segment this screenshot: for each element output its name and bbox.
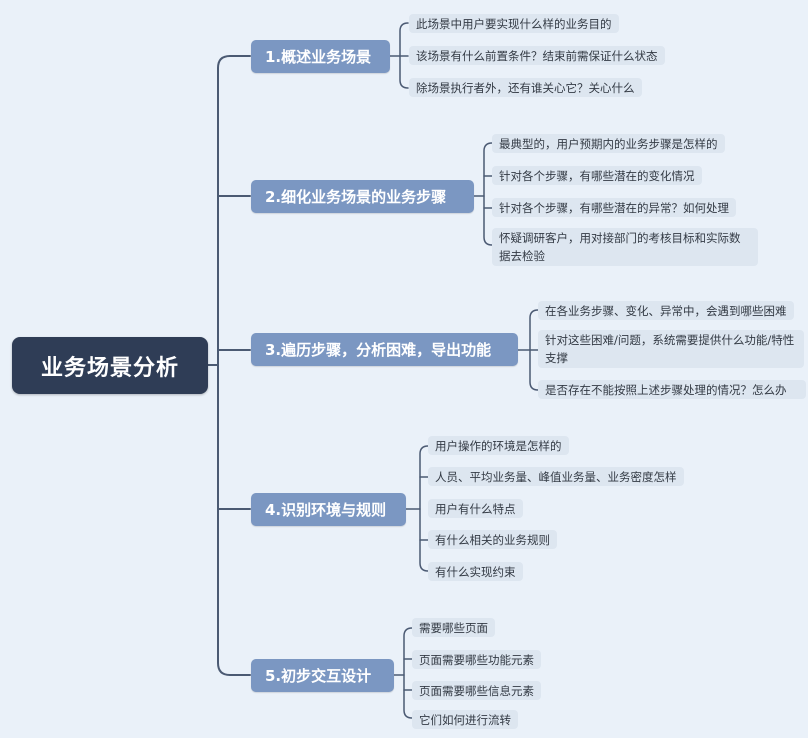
branch-4-label: 4.识别环境与规则 [265,501,387,519]
branch-5-item-1-text: 需要哪些页面 [419,620,488,635]
branch-4-item-5[interactable]: 有什么实现约束 [428,562,523,581]
branch-3-label: 3.遍历步骤，分析困难，导出功能 [265,341,492,359]
branch-4-item-4-text: 有什么相关的业务规则 [435,532,550,547]
branch-3-item-2[interactable]: 针对这些困难/问题，系统需要提供什么功能/特性支撑 [538,330,804,368]
branch-1-label: 1.概述业务场景 [265,48,372,66]
branch-2-item-4[interactable]: 怀疑调研客户，用对接部门的考核目标和实际数据去检验 [492,228,758,266]
branch-2-item-2[interactable]: 针对各个步骤，有哪些潜在的变化情况 [492,166,702,185]
branch-5-item-3-text: 页面需要哪些信息元素 [419,683,534,698]
branch-2-item-2-text: 针对各个步骤，有哪些潜在的变化情况 [499,168,695,183]
branch-5-item-1[interactable]: 需要哪些页面 [412,618,495,637]
branch-3-item-2-text: 针对这些困难/问题，系统需要提供什么功能/特性支撑 [545,333,795,365]
branch-5-topic[interactable]: 5.初步交互设计 [251,659,394,692]
branch-2-label: 2.细化业务场景的业务步骤 [265,188,447,206]
branch-1-item-1-text: 此场景中用户要实现什么样的业务目的 [416,16,612,31]
branch-2-item-1[interactable]: 最典型的，用户预期内的业务步骤是怎样的 [492,134,725,153]
branch-4-item-2-text: 人员、平均业务量、峰值业务量、业务密度怎样 [435,469,677,484]
branch-5-item-2-text: 页面需要哪些功能元素 [419,652,534,667]
branch-4-item-4[interactable]: 有什么相关的业务规则 [428,530,557,549]
branch-3-item-3-text: 是否存在不能按照上述步骤处理的情况？怎么办 [545,382,787,397]
branch-1-item-2[interactable]: 该场景有什么前置条件？结束前需保证什么状态 [409,46,665,65]
branch-4-topic[interactable]: 4.识别环境与规则 [251,493,406,526]
branch-3-item-1[interactable]: 在各业务步骤、变化、异常中，会遇到哪些困难 [538,301,794,320]
branch-2-item-4-text: 怀疑调研客户，用对接部门的考核目标和实际数据去检验 [499,231,741,263]
branch-2-topic[interactable]: 2.细化业务场景的业务步骤 [251,180,474,213]
branch-5-item-4[interactable]: 它们如何进行流转 [412,710,518,729]
root-topic-label: 业务场景分析 [40,355,179,381]
branch-2-item-1-text: 最典型的，用户预期内的业务步骤是怎样的 [499,136,718,151]
branch-5-label: 5.初步交互设计 [265,667,372,685]
branch-5-item-4-text: 它们如何进行流转 [419,712,511,727]
branch-1-item-1[interactable]: 此场景中用户要实现什么样的业务目的 [409,14,619,33]
branch-5-item-3[interactable]: 页面需要哪些信息元素 [412,681,541,700]
branch-4-item-2[interactable]: 人员、平均业务量、峰值业务量、业务密度怎样 [428,467,684,486]
branch-2-item-3-text: 针对各个步骤，有哪些潜在的异常？如何处理 [499,200,729,215]
branch-4-item-3-text: 用户有什么特点 [435,501,516,516]
branch-2-item-3[interactable]: 针对各个步骤，有哪些潜在的异常？如何处理 [492,198,736,217]
branch-4-item-1[interactable]: 用户操作的环境是怎样的 [428,436,569,455]
branch-3-topic[interactable]: 3.遍历步骤，分析困难，导出功能 [251,333,518,366]
branch-1-item-2-text: 该场景有什么前置条件？结束前需保证什么状态 [416,48,658,63]
branch-5-item-2[interactable]: 页面需要哪些功能元素 [412,650,541,669]
branch-1-topic[interactable]: 1.概述业务场景 [251,40,390,73]
branch-3-item-1-text: 在各业务步骤、变化、异常中，会遇到哪些困难 [545,303,787,318]
root-topic[interactable]: 业务场景分析 [12,337,208,394]
branch-1-item-3-text: 除场景执行者外，还有谁关心它？关心什么 [416,80,635,95]
branch-1-item-3[interactable]: 除场景执行者外，还有谁关心它？关心什么 [409,78,642,97]
branch-4-item-5-text: 有什么实现约束 [435,564,516,579]
branch-4-item-3[interactable]: 用户有什么特点 [428,499,523,518]
branch-3-item-3[interactable]: 是否存在不能按照上述步骤处理的情况？怎么办 [538,380,806,399]
branch-4-item-1-text: 用户操作的环境是怎样的 [435,438,562,453]
